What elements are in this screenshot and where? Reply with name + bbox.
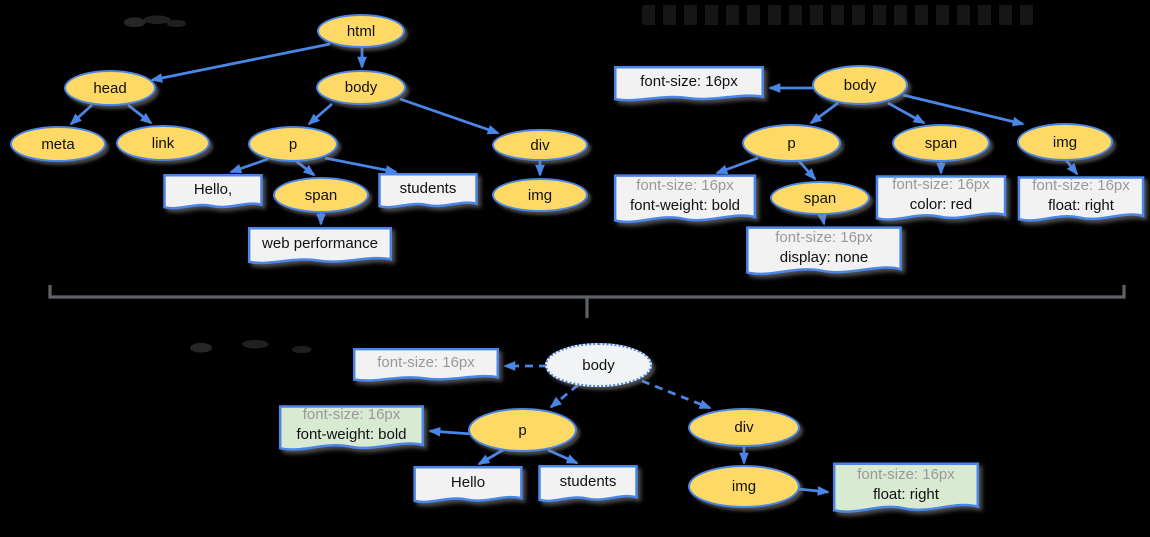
- render-textnode-hello: Hello: [413, 466, 523, 508]
- handwritten-title-render-tree-scribble: [170, 328, 325, 364]
- cssom-rule-span-in-p-box: font-size: 16px display: none: [745, 226, 903, 282]
- render-node-img: img: [688, 465, 800, 508]
- handwritten-title-dom-scribble: [122, 8, 186, 34]
- cssom-rule-body-box: font-size: 16px: [613, 66, 765, 106]
- cssom-rule-p-box: font-size: 16px font-weight: bold: [613, 174, 757, 230]
- dom-node-span: span: [273, 177, 369, 213]
- cssom-node-span: span: [892, 124, 990, 162]
- render-node-p: p: [468, 408, 577, 452]
- grouping-bracket: [48, 285, 1126, 318]
- cssom-rule-img-box: font-size: 16px float: right: [1017, 176, 1145, 228]
- cssom-node-span-in-p: span: [770, 181, 870, 215]
- render-textnode-students: students: [538, 465, 638, 507]
- dom-node-body: body: [316, 70, 406, 105]
- cssom-rule-span-box: font-size: 16px color: red: [875, 175, 1007, 227]
- render-style-img-box: font-size: 16px float: right: [832, 462, 980, 520]
- cssom-node-body: body: [812, 65, 908, 105]
- dom-textnode-students: students: [378, 173, 478, 213]
- dom-node-head: head: [64, 70, 156, 106]
- handwritten-title-cssom-scribble: [642, 5, 1040, 25]
- render-node-div: div: [688, 408, 800, 447]
- dom-textnode-web-performance: web performance: [247, 227, 393, 269]
- dom-node-div: div: [492, 129, 588, 161]
- dom-node-img: img: [492, 178, 588, 212]
- dom-node-html: html: [317, 14, 405, 48]
- cssom-node-img: img: [1017, 123, 1113, 161]
- dom-node-meta: meta: [10, 126, 106, 162]
- render-style-p-box: font-size: 16px font-weight: bold: [278, 405, 425, 457]
- cssom-node-p: p: [742, 124, 841, 162]
- dom-textnode-hello: Hello,: [163, 174, 263, 214]
- render-node-body: body: [545, 343, 652, 387]
- dom-node-p: p: [248, 126, 338, 162]
- render-style-body-box: font-size: 16px: [352, 348, 500, 386]
- dom-node-link: link: [116, 125, 210, 161]
